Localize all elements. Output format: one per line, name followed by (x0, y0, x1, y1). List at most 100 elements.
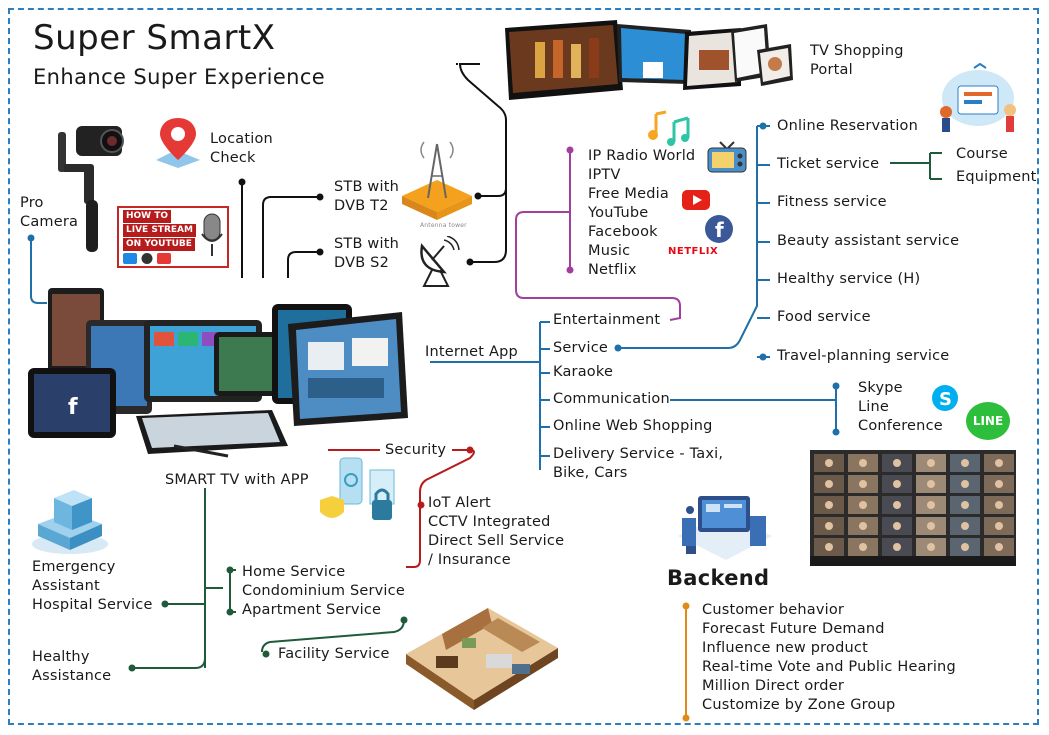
video-tile-person (825, 480, 833, 488)
travel-planning-illustration (940, 62, 1016, 132)
security-label: Security (385, 442, 447, 458)
backend-item: Influence new product (702, 640, 868, 656)
page-subtitle: Enhance Super Experience (33, 65, 326, 89)
delivery-item: Delivery Service - Taxi,Bike, Cars (553, 446, 724, 481)
service-item: Service (553, 340, 608, 356)
media-item: IPTV (588, 167, 621, 183)
video-tile-person (893, 459, 901, 467)
video-tile-person (927, 501, 935, 509)
home-service-item: Condominium Service (242, 583, 405, 599)
video-tile-person (859, 480, 867, 488)
video-tile-person (825, 543, 833, 551)
service-ticket: Ticket service (777, 156, 880, 172)
line-logo: LINE (966, 402, 1010, 440)
netflix-logo: NETFLIX (668, 246, 719, 257)
youtube-live-badge: HOW TO LIVE STREAM ON YOUTUBE (117, 206, 229, 268)
skype-icon: S (932, 385, 958, 411)
weather-widget: 57° (642, 66, 661, 77)
video-tile-person (995, 459, 1003, 467)
video-conference-screenshot (810, 450, 1016, 566)
backend-label: Backend (667, 566, 770, 590)
youtube-icon (682, 190, 710, 210)
antenna-tower-icon (402, 141, 472, 220)
service-beauty: Beauty assistant service (777, 233, 960, 249)
communication-list: Skype Line Conference (858, 379, 943, 436)
security-list: IoT Alert CCTV Integrated Direct Sell Se… (428, 494, 564, 570)
music-notes-icon (648, 110, 690, 146)
microphone-icon (201, 213, 223, 256)
social-icons (123, 253, 171, 264)
video-tile-person (859, 522, 867, 530)
security-item: CCTV Integrated (428, 514, 551, 530)
tower-caption: Antenna tower (420, 222, 467, 229)
video-tile-person (927, 459, 935, 467)
backend-item: Customize by Zone Group (702, 697, 896, 713)
facility-service-label: Facility Service (278, 646, 390, 662)
entertainment-item: Entertainment (553, 312, 661, 328)
video-tile-person (893, 480, 901, 488)
video-tile-person (893, 543, 901, 551)
communication-item: Communication (553, 391, 670, 407)
security-item: / Insurance (428, 552, 511, 568)
video-tile-person (961, 522, 969, 530)
video-tile-person (961, 480, 969, 488)
service-travel: Travel-planning service (777, 348, 950, 364)
security-item: IoT Alert (428, 495, 491, 511)
video-tile-person (859, 501, 867, 509)
video-tile-person (859, 543, 867, 551)
backend-item: Customer behavior (702, 602, 845, 618)
video-tile-person (893, 522, 901, 530)
internet-app-label: Internet App (425, 344, 518, 360)
svg-text:f: f (715, 218, 724, 242)
video-tile-person (995, 501, 1003, 509)
tv-shopping-screens (505, 20, 793, 100)
backend-item: Million Direct order (702, 678, 844, 694)
media-item: Music (588, 243, 631, 259)
video-tile-person (825, 522, 833, 530)
video-tile-person (893, 501, 901, 509)
video-tile-person (961, 501, 969, 509)
service-online-reservation: Online Reservation (777, 118, 919, 134)
online-shopping-item: Online Web Shopping (553, 418, 713, 434)
communication-item: Conference (858, 418, 943, 434)
satellite-dish-icon (420, 236, 460, 287)
video-tile-person (927, 522, 935, 530)
tablets-devices-illustration: f (28, 288, 408, 458)
video-tile-person (859, 459, 867, 467)
home-services-list: Home Service Condominium Service Apartme… (242, 563, 405, 620)
media-list: IP Radio World IPTV Free Media YouTube F… (588, 147, 695, 280)
service-food: Food service (777, 309, 871, 325)
video-tile-person (927, 543, 935, 551)
backend-server-illustration (678, 496, 772, 560)
apartment-floorplan-illustration (406, 608, 558, 710)
hospital-building-icon (32, 490, 108, 554)
video-tile-person (961, 543, 969, 551)
service-fitness: Fitness service (777, 194, 887, 210)
media-item: Free Media (588, 186, 669, 202)
video-tile-person (825, 501, 833, 509)
location-pin-icon (156, 118, 200, 168)
facebook-icon: f (705, 215, 733, 243)
svg-text:S: S (939, 389, 952, 410)
video-tile-person (995, 522, 1003, 530)
media-item: Netflix (588, 262, 637, 278)
backend-list: Customer behavior Forecast Future Demand… (702, 601, 956, 715)
home-service-item: Home Service (242, 564, 346, 580)
security-item: Direct Sell Service (428, 533, 565, 549)
communication-item: Line (858, 399, 890, 415)
video-tile-person (927, 480, 935, 488)
radio-icon (707, 141, 747, 173)
home-service-item: Apartment Service (242, 602, 382, 618)
dashed-frame (8, 8, 1039, 725)
video-tile-person (825, 459, 833, 467)
video-tile-person (961, 459, 969, 467)
communication-item: Skype (858, 380, 903, 396)
svg-text:f: f (68, 395, 78, 420)
